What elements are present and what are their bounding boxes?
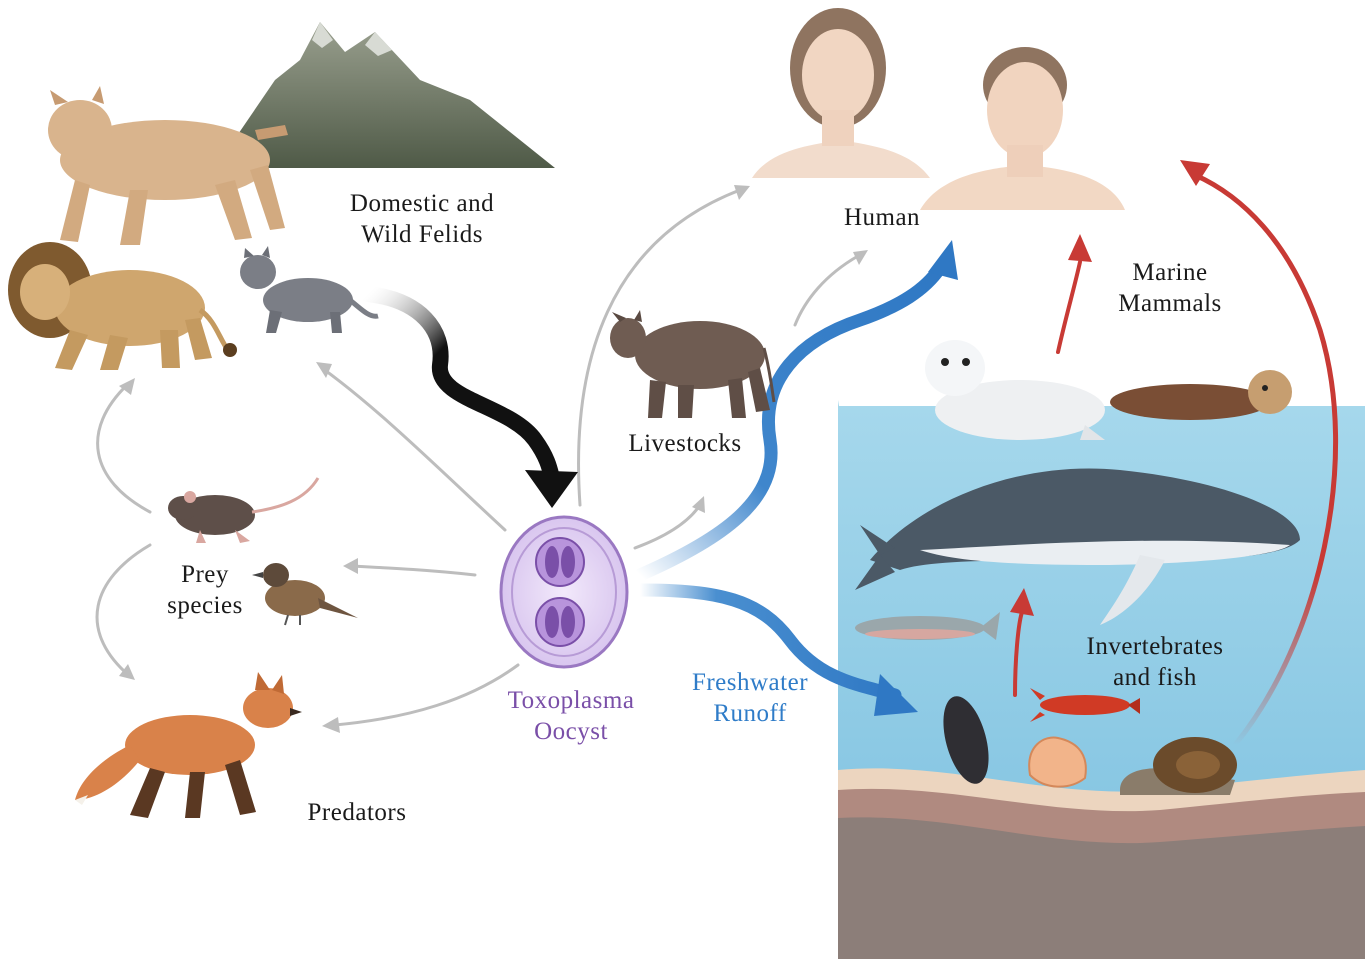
lynx-image <box>48 86 288 245</box>
livestock-cow-image <box>610 310 774 418</box>
arrow-seal-to-marine-mammals <box>1058 262 1080 352</box>
arrow-oocyst-to-livestock <box>635 505 700 548</box>
arrow-prey-to-felids <box>98 384 150 512</box>
human-label: Human <box>820 202 944 233</box>
rat-image <box>168 478 318 543</box>
seal-image <box>925 340 1105 440</box>
human-man-image <box>920 47 1125 210</box>
invertebrates-fish-label: Invertebrates and fish <box>1062 631 1248 693</box>
lion-image <box>8 242 237 370</box>
gray-arrows <box>97 185 868 733</box>
marine-mammals-label: Marine Mammals <box>1095 257 1245 319</box>
arrow-oocyst-to-prey <box>352 566 475 575</box>
mountains-image <box>215 22 555 168</box>
arrow-prey-to-predators <box>97 545 150 672</box>
arrow-livestock-to-human <box>795 256 858 325</box>
arrow-oocyst-to-cat <box>322 368 505 530</box>
domestic-cat-image <box>240 246 378 333</box>
livestocks-label: Livestocks <box>605 428 765 459</box>
sea-otter-image <box>1110 370 1292 420</box>
predators-label: Predators <box>288 797 426 828</box>
oocyst-label: Toxoplasma Oocyst <box>483 685 659 747</box>
felids-label: Domestic and Wild Felids <box>320 188 524 250</box>
freshwater-runoff-label: Freshwater Runoff <box>670 667 830 729</box>
toxoplasma-oocyst-image <box>501 517 627 667</box>
prey-species-label: Prey species <box>152 559 258 621</box>
black-arrow-cat-to-oocyst <box>368 294 578 508</box>
fox-image <box>75 672 302 818</box>
human-woman-image <box>752 8 930 178</box>
sparrow-image <box>252 563 358 625</box>
